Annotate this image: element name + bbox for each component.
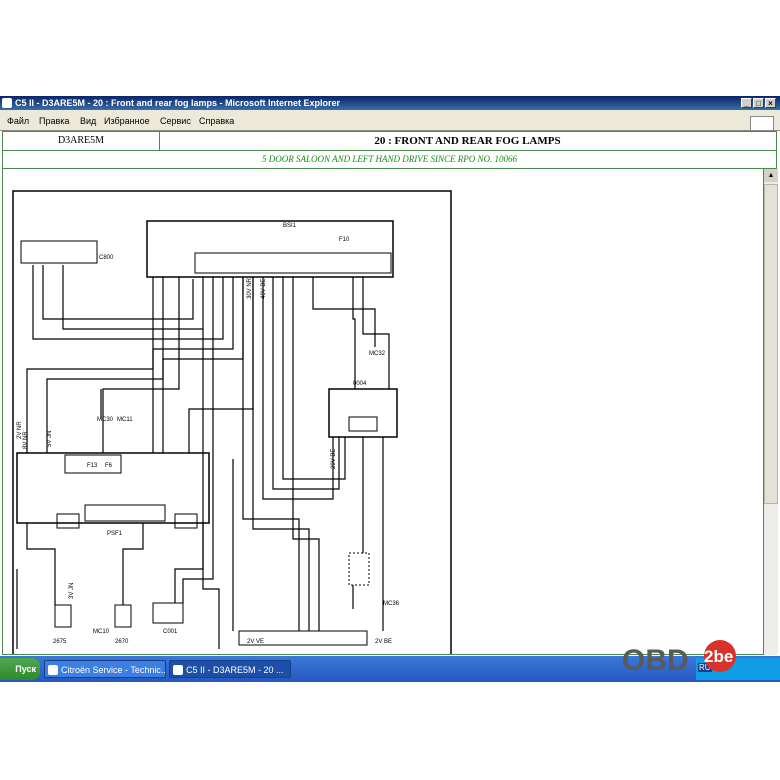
title-bar: C5 II - D3ARE5M - 20 : Front and rear fo… — [0, 96, 780, 110]
menu-help[interactable]: Справка — [199, 116, 235, 126]
diagram-label-2675: 2675 — [53, 639, 67, 645]
scroll-thumb[interactable] — [764, 184, 778, 504]
diagram-label-c800: C800 — [99, 255, 114, 261]
diagram-label-mc10: MC10 — [93, 629, 110, 635]
taskbar-item-label: C5 II - D3ARE5M - 20 ... — [186, 665, 284, 675]
wire-label-40vbe: 40V BE — [261, 279, 267, 299]
wire-label-8vnr: 8V NR — [23, 431, 29, 449]
diagram-label-bsi1: BSI1 — [283, 223, 297, 229]
wire-label-3vjn: 3V JN — [69, 583, 75, 599]
system-tray: RU — [696, 658, 780, 680]
diagram-label-0004: 0004 — [353, 381, 367, 387]
ie-window: C5 II - D3ARE5M - 20 : Front and rear fo… — [0, 96, 780, 682]
vertical-scrollbar[interactable]: ▲ — [764, 169, 778, 655]
taskbar-item-citroen-service[interactable]: Citroën Service - Technic... — [44, 660, 166, 678]
wire-label-2vnr: 2V NR — [17, 421, 23, 439]
diagram-label-f6: F6 — [105, 463, 113, 469]
diagram-label-2670: 2670 — [115, 639, 129, 645]
app-icon — [48, 665, 58, 675]
diagram-label-mc11: MC11 — [117, 417, 133, 423]
language-indicator[interactable]: RU — [698, 663, 712, 672]
ie-icon — [2, 98, 12, 108]
wire-label-20vbe: 20V BE — [331, 449, 337, 469]
diagram-label-psf1: PSF1 — [107, 531, 123, 537]
menu-tools[interactable]: Сервис — [160, 116, 191, 126]
start-button[interactable]: Пуск — [0, 658, 40, 680]
menu-file[interactable]: Файл — [7, 116, 30, 126]
page-subtitle: 5 DOOR SALOON AND LEFT HAND DRIVE SINCE … — [262, 154, 517, 164]
diagram-label-f13: F13 — [87, 463, 98, 469]
wire-label-2vbe: 2V BE — [375, 639, 392, 645]
taskbar: Пуск Citroën Service - Technic... C5 II … — [0, 656, 780, 682]
menu-view[interactable]: Вид — [80, 116, 97, 126]
page-content: D3ARE5M 20 : FRONT AND REAR FOG LAMPS 5 … — [0, 130, 780, 657]
page-title: 20 : FRONT AND REAR FOG LAMPS — [159, 132, 776, 151]
diagram-label-c001: C001 — [163, 629, 178, 635]
taskbar-item-label: Citroën Service - Technic... — [61, 665, 166, 675]
header-table: D3ARE5M 20 : FRONT AND REAR FOG LAMPS 5 … — [2, 131, 777, 169]
wire-label-2vve: 2V VE — [247, 639, 264, 645]
ie-icon — [173, 665, 183, 675]
close-button[interactable]: × — [765, 98, 776, 108]
wire-label-5vjn: 5V JN — [47, 431, 53, 447]
menu-bar: Файл Правка Вид Избранное Сервис Справка — [0, 112, 780, 132]
wiring-diagram-frame: C800 BSI1 MC32 MC30 MC11 0004 PSF1 MC10 … — [2, 169, 764, 655]
scroll-up-icon[interactable]: ▲ — [764, 169, 778, 182]
maximize-button[interactable]: □ — [753, 98, 764, 108]
diagram-label-f10: F10 — [339, 237, 350, 243]
diagram-label-mc32: MC32 — [369, 351, 386, 357]
wire-label-30vnr: 30V NR — [247, 277, 253, 299]
wiring-diagram: C800 BSI1 MC32 MC30 MC11 0004 PSF1 MC10 … — [12, 190, 452, 654]
menu-edit[interactable]: Правка — [39, 116, 70, 126]
window-title: C5 II - D3ARE5M - 20 : Front and rear fo… — [15, 98, 341, 108]
model-code: D3ARE5M — [3, 132, 160, 151]
minimize-button[interactable]: _ — [741, 98, 752, 108]
diagram-label-mc30: MC30 — [97, 417, 114, 423]
diagram-label-mc36: MC36 — [383, 601, 400, 607]
menu-favorites[interactable]: Избранное — [104, 116, 150, 126]
taskbar-item-c5-ii[interactable]: C5 II - D3ARE5M - 20 ... — [169, 660, 291, 678]
